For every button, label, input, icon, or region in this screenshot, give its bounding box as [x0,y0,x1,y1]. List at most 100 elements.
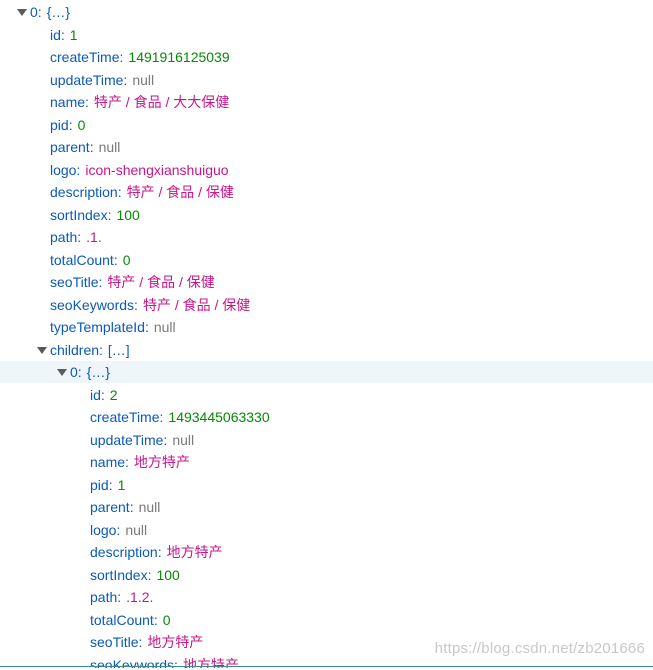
property-value: 地方特产 [133,454,190,470]
tree-property-row: id:2 [0,384,653,406]
tree-property-row: description:地方特产 [0,541,653,563]
tree-entry: pid:0 [50,114,85,136]
key-separator: : [77,229,82,245]
tree-property-row: createTime:1493445063330 [0,406,653,428]
tree-property-row: updateTime:null [0,69,653,91]
tree-entry: totalCount:0 [90,609,171,631]
property-key: typeTemplateId [50,319,145,335]
triangle-down-icon[interactable] [36,339,48,361]
property-key: children [50,341,100,358]
tree-property-row: createTime:1491916125039 [0,46,653,68]
property-key: path [90,589,118,605]
key-separator: : [129,499,134,515]
property-key: updateTime [90,431,164,448]
property-key: totalCount [50,251,114,268]
property-key: totalCount [90,611,154,628]
property-value: 地方特产 [182,656,239,669]
property-value[interactable]: {…} [46,4,71,20]
tree-entry: parent:null [90,496,160,518]
key-separator: : [116,521,121,538]
tree-node-row[interactable]: 0:{…} [0,361,653,383]
key-separator: : [60,26,65,43]
tree-property-row: parent:null [0,136,653,158]
property-key: description [50,184,118,200]
tree-property-row: seoTitle:特产 / 食品 / 保健 [0,271,653,293]
property-key: pid [50,116,69,133]
tree-property-row: typeTemplateId:null [0,316,653,338]
triangle-down-icon[interactable] [16,1,28,23]
property-key: name [50,94,86,110]
tree-entry: pid:1 [90,474,125,496]
property-value: icon-shengxianshuiguo [85,161,229,178]
tree-entry: sortIndex:100 [50,204,140,226]
property-key: logo [50,161,77,178]
property-key: createTime [50,49,120,65]
tree-property-row: path:.1. [0,226,653,248]
key-separator: : [125,454,129,470]
tree-node-row[interactable]: 0:{…} [0,1,653,23]
property-key: seoKeywords [50,296,135,313]
watermark-text: https://blog.csdn.net/zb201666 [434,640,645,657]
key-separator: : [89,139,94,155]
property-key: path [50,229,78,245]
tree-entry: seoTitle:地方特产 [90,631,203,653]
tree-entry: seoTitle:特产 / 食品 / 保健 [50,271,215,293]
property-key: seoTitle [90,634,139,650]
property-value: 100 [156,566,180,583]
property-value[interactable]: […] [107,341,130,358]
property-value: null [172,431,195,448]
key-separator: : [159,409,164,425]
property-value[interactable]: {…} [86,364,111,380]
key-separator: : [77,364,82,380]
tree-entry: 0:{…} [30,1,70,23]
key-separator: : [174,656,178,669]
key-separator: : [119,49,124,65]
property-value: 1491916125039 [128,49,230,65]
property-key: logo [90,521,117,538]
tree-entry: name:特产 / 食品 / 大大保健 [50,91,229,113]
property-value: null [138,499,161,515]
property-value: 特产 / 食品 / 保健 [126,184,234,200]
property-key: pid [90,476,109,493]
property-value: 0 [162,611,171,628]
triangle-down-icon[interactable] [56,361,68,383]
tree-entry: seoKeywords:特产 / 食品 / 保健 [50,294,250,316]
tree-entry: logo:icon-shengxianshuiguo [50,159,229,181]
tree-entry: description:特产 / 食品 / 保健 [50,181,234,203]
property-key: 0 [30,4,38,20]
property-key: id [50,26,61,43]
property-value: 特产 / 食品 / 大大保健 [93,94,230,110]
tree-node-row[interactable]: children:[…] [0,339,653,361]
property-key: updateTime [50,71,124,88]
property-value: 0 [77,116,86,133]
key-separator: : [76,161,81,178]
key-separator: : [68,116,73,133]
key-separator: : [98,274,103,290]
tree-entry: id:1 [50,24,78,46]
property-value: null [132,71,155,88]
key-separator: : [123,71,128,88]
tree-property-row: sortIndex:100 [0,204,653,226]
property-key: sortIndex [90,566,148,583]
property-value: .1. [86,229,102,245]
tree-property-row: name:地方特产 [0,451,653,473]
tree-entry: sortIndex:100 [90,564,180,586]
property-value: null [98,139,121,155]
property-key: id [90,386,101,403]
tree-property-row: totalCount:0 [0,249,653,271]
key-separator: : [144,319,149,335]
tree-property-row: id:1 [0,24,653,46]
property-value: 0 [122,251,131,268]
key-separator: : [157,544,162,560]
property-key: parent [50,139,90,155]
tree-entry: updateTime:null [50,69,154,91]
key-separator: : [107,206,112,223]
tree-entry: children:[…] [50,339,130,361]
key-separator: : [100,386,105,403]
tree-entry: path:.1.2. [90,586,153,608]
tree-property-row: logo:icon-shengxianshuiguo [0,159,653,181]
tree-entry: logo:null [90,519,147,541]
tree-entry: typeTemplateId:null [50,316,176,338]
key-separator: : [113,251,118,268]
